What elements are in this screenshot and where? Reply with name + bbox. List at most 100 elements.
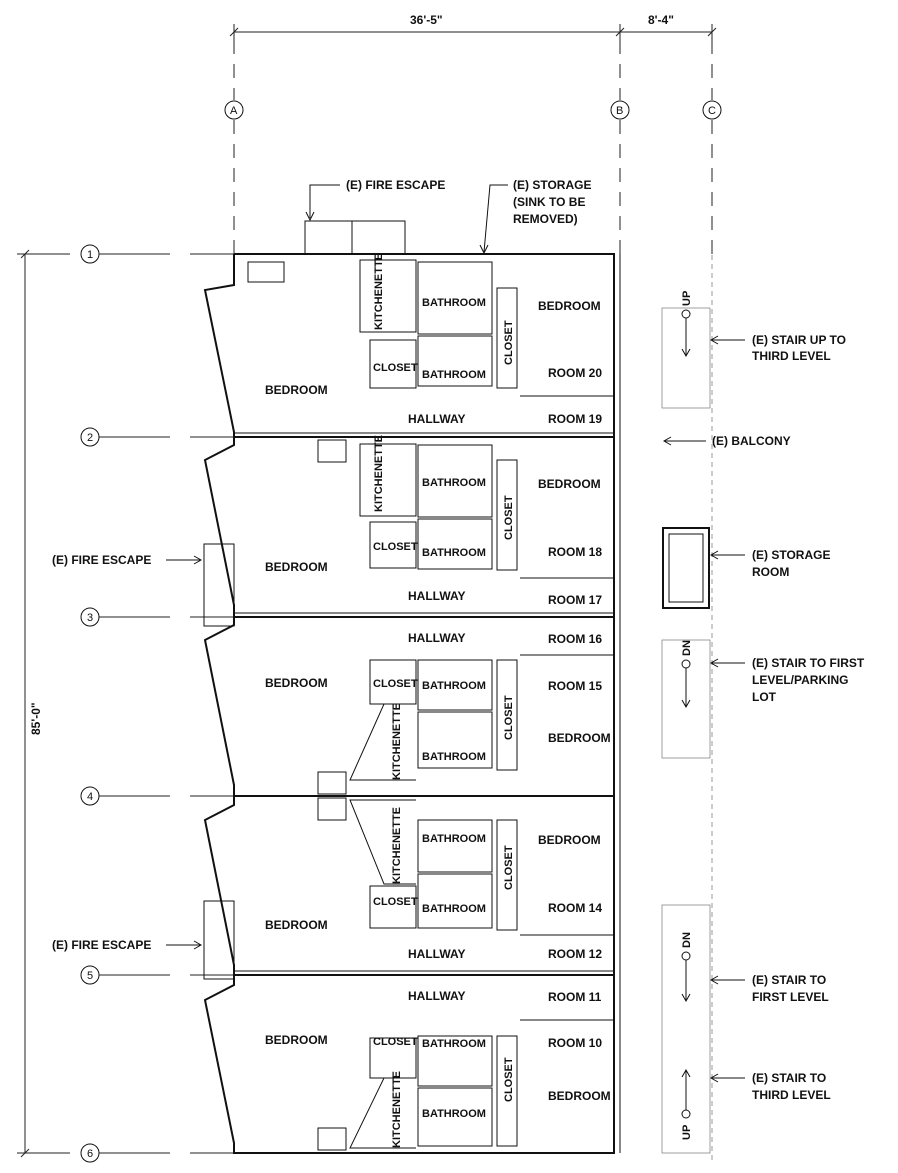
callout-stair-to-third: THIRD LEVEL xyxy=(752,1088,831,1102)
interior-partitions xyxy=(247,259,614,1151)
stair-dn-label: DN xyxy=(681,640,693,656)
bathroom-label: BATHROOM xyxy=(422,751,486,763)
room-number-11: ROOM 11 xyxy=(548,990,602,1004)
room-number-14: ROOM 14 xyxy=(548,901,602,915)
hallway-label: HALLWAY xyxy=(408,989,466,1003)
exterior-walls xyxy=(203,253,615,1154)
bathroom-label: BATHROOM xyxy=(422,833,486,845)
room-number-18: ROOM 18 xyxy=(548,545,602,559)
callout-storage-note: (SINK TO BE xyxy=(513,195,585,209)
callout-fire-escape: (E) FIRE ESCAPE xyxy=(346,178,445,192)
grid-label-3: 3 xyxy=(87,612,93,624)
bedroom-label: BEDROOM xyxy=(538,299,601,313)
grid-label-6: 6 xyxy=(87,1148,93,1160)
room-number-17: ROOM 17 xyxy=(548,593,602,607)
stair-up-label: UP xyxy=(681,1125,693,1140)
callout-stair-up: THIRD LEVEL xyxy=(752,349,831,363)
closet-label: CLOSET xyxy=(373,678,418,690)
grid-bubble-b xyxy=(610,100,630,120)
callout-balcony: (E) BALCONY xyxy=(712,434,791,448)
grid-label-c: C xyxy=(708,105,716,117)
dimension-label-bc: 8'-4" xyxy=(648,13,674,27)
callout-stair-first: (E) STAIR TO FIRST xyxy=(752,656,865,670)
callout-storage: (E) STORAGE xyxy=(513,178,591,192)
grid-label-5: 5 xyxy=(87,970,93,982)
bedroom-label: BEDROOM xyxy=(265,676,328,690)
grid-label-b: B xyxy=(616,105,623,117)
bedroom-label: BEDROOM xyxy=(265,1033,328,1047)
bathroom-label: BATHROOM xyxy=(422,477,486,489)
stair-dn-label: DN xyxy=(681,932,693,948)
room-number-12: ROOM 12 xyxy=(548,947,602,961)
grid-bubble-a xyxy=(224,100,244,120)
row-gridlines: 1 2 3 4 5 6 xyxy=(80,244,234,1163)
bathroom-label: BATHROOM xyxy=(422,1108,486,1120)
closet-label: CLOSET xyxy=(503,695,515,740)
bedroom-label: BEDROOM xyxy=(265,560,328,574)
room-number-20: ROOM 20 xyxy=(548,366,602,380)
top-dimension: 36'-5" 8'-4" xyxy=(229,13,717,40)
closet-label: CLOSET xyxy=(373,1036,418,1048)
bathroom-label: BATHROOM xyxy=(422,903,486,915)
hallway-label: HALLWAY xyxy=(408,631,466,645)
balcony xyxy=(619,254,711,1154)
bedroom-label: BEDROOM xyxy=(538,833,601,847)
callout-storage-room: ROOM xyxy=(752,565,789,579)
bedroom-label: BEDROOM xyxy=(548,731,611,745)
callout-storage-room: (E) STORAGE xyxy=(752,548,830,562)
callout-fire-escape: (E) FIRE ESCAPE xyxy=(52,553,151,567)
closet-label: CLOSET xyxy=(503,1057,515,1102)
hallway-label: HALLWAY xyxy=(408,947,466,961)
callout-storage-note: REMOVED) xyxy=(513,212,578,226)
closet-label: CLOSET xyxy=(503,845,515,890)
grid-bubble-c xyxy=(702,100,722,120)
room-labels: BEDROOM BEDROOM BATHROOM BATHROOM CLOSET… xyxy=(265,253,611,1148)
column-gridlines: A B C xyxy=(224,40,722,1160)
kitchenette-label: KITCHENETTE xyxy=(391,807,403,884)
room-number-19: ROOM 19 xyxy=(548,412,602,426)
kitchenette-label: KITCHENETTE xyxy=(373,253,385,330)
closet-label: CLOSET xyxy=(503,320,515,365)
bathroom-label: BATHROOM xyxy=(422,547,486,559)
left-dimension: 85'-0" xyxy=(17,249,70,1158)
callout-stair-first: LOT xyxy=(752,690,777,704)
room-number-15: ROOM 15 xyxy=(548,679,602,693)
callout-stair-to-third: (E) STAIR TO xyxy=(752,1071,826,1085)
bathroom-label: BATHROOM xyxy=(422,297,486,309)
bedroom-label: BEDROOM xyxy=(538,477,601,491)
closet-label: CLOSET xyxy=(373,362,418,374)
bedroom-label: BEDROOM xyxy=(265,918,328,932)
callouts: (E) FIRE ESCAPE (E) STORAGE (SINK TO BE … xyxy=(52,178,865,1102)
room-number-10: ROOM 10 xyxy=(548,1036,602,1050)
stair-up-label: UP xyxy=(681,291,693,306)
hallway-label: HALLWAY xyxy=(408,589,466,603)
grid-label-a: A xyxy=(230,105,238,117)
closet-label: CLOSET xyxy=(373,896,418,908)
callout-stair-first: LEVEL/PARKING xyxy=(752,673,848,687)
callout-stair-up: (E) STAIR UP TO xyxy=(752,333,846,347)
callout-fire-escape: (E) FIRE ESCAPE xyxy=(52,938,151,952)
stair-arrows: UP DN DN UP xyxy=(681,291,693,1140)
bathroom-label: BATHROOM xyxy=(422,680,486,692)
storage-room-box xyxy=(662,527,710,609)
callout-stair-to-first: (E) STAIR TO xyxy=(752,973,826,987)
kitchenette-label: KITCHENETTE xyxy=(373,435,385,512)
grid-label-4: 4 xyxy=(87,791,93,803)
callout-stair-to-first: FIRST LEVEL xyxy=(752,990,829,1004)
dimension-label-ab: 36'-5" xyxy=(410,13,443,27)
hallway-label: HALLWAY xyxy=(408,412,466,426)
room-number-16: ROOM 16 xyxy=(548,632,602,646)
kitchenette-label: KITCHENETTE xyxy=(391,703,403,780)
grid-label-1: 1 xyxy=(87,249,93,261)
fire-escapes xyxy=(203,220,406,980)
bedroom-label: BEDROOM xyxy=(548,1089,611,1103)
grid-label-2: 2 xyxy=(87,432,93,444)
dimension-label-height: 85'-0" xyxy=(29,702,43,735)
kitchenette-label: KITCHENETTE xyxy=(391,1071,403,1148)
bedroom-label: BEDROOM xyxy=(265,383,328,397)
closet-label: CLOSET xyxy=(503,495,515,540)
bathroom-label: BATHROOM xyxy=(422,369,486,381)
closet-label: CLOSET xyxy=(373,541,418,553)
bathroom-label: BATHROOM xyxy=(422,1038,486,1050)
